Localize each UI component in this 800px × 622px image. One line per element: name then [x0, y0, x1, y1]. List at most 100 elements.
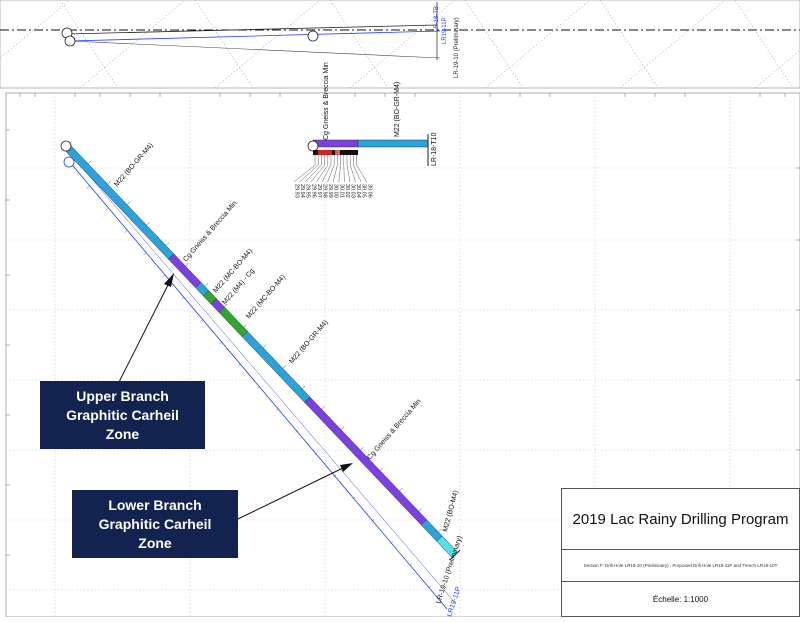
sample-tag: 30.00: [333, 184, 339, 198]
sample-leader: [310, 155, 325, 183]
hole-collar: [60, 140, 72, 152]
plan-proposed-trace: [69, 30, 441, 42]
proposed-depth-tick: [257, 385, 260, 389]
upper-callout-arrowhead: [164, 273, 174, 287]
hole-unit-label-5: M22 (MC-BO-M4): [245, 274, 287, 321]
proposed-depth-tick: [181, 297, 184, 300]
top-ticks: [19, 93, 786, 97]
drawing-subtitle: Section F: Drill Hole LR19-10 (Prelimina…: [562, 549, 799, 582]
depth-tick: [107, 181, 111, 185]
proposed-depth-tick: [352, 496, 355, 500]
upper-callout-line-2: Graphitic Carheil: [66, 406, 179, 423]
sample-leader: [350, 155, 356, 183]
depth-tick: [165, 242, 170, 246]
depth-tick: [418, 508, 423, 512]
plan-grid-lines: [0, 0, 800, 89]
sample-leader: [305, 155, 322, 183]
proposed-depth-tick: [333, 474, 336, 478]
lower-callout-arrow: [237, 466, 346, 520]
depth-tick: [360, 447, 364, 451]
depth-tick: [243, 324, 248, 328]
sample-tag: 30.02: [344, 184, 350, 198]
proposed-depth-tick: [295, 430, 298, 433]
hole-unit-label-7: Cg Gneiss & Breccia Min: [366, 398, 422, 461]
drawing-scale: Échelle: 1:1000: [652, 594, 709, 604]
lower-callout-line-2: Graphitic Carheil: [98, 515, 212, 532]
proposed-depth-tick: [409, 563, 412, 566]
hole-depth-ticks: [86, 160, 442, 589]
lower-branch-callout: Lower Branch Graphitic Carheil Zone: [72, 490, 238, 558]
sample-tag: 29.96: [310, 184, 316, 198]
proposed-depth-tick: [162, 274, 165, 278]
sample-tag: 29.97: [316, 184, 322, 198]
lower-callout-line-1: Lower Branch: [108, 496, 202, 513]
trench-sample-leaders: [293, 155, 367, 183]
title-block: 2019 Lac Rainy Drilling Program Section …: [561, 488, 800, 617]
depth-tick: [146, 222, 150, 226]
proposed-collar: [63, 156, 75, 168]
sample-tag: 30.01: [338, 184, 344, 198]
depth-tick: [282, 365, 286, 369]
plan-top-label: LR-18-TB: [434, 6, 440, 32]
proposed-depth-tick: [143, 252, 146, 256]
trench-collar: [307, 140, 319, 152]
trench-unit-purple: [312, 139, 359, 148]
sample-leader: [333, 155, 338, 183]
lower-callout-line-3: Zone: [138, 534, 172, 551]
plan-hole-trace-2: [69, 40, 441, 59]
hole-unit-label-8: M22 (BO-M4): [442, 490, 460, 533]
plan-view: LR-18-TB LR19-11P LR-19-10 (Preliminary): [0, 0, 800, 89]
depth-tick: [263, 344, 267, 348]
trench-name-label: LR-18-T10: [431, 132, 438, 166]
sample-tag: 30.04: [355, 184, 361, 198]
proposed-depth-tick: [276, 408, 279, 411]
hole-segment: [241, 331, 311, 403]
depth-tick: [399, 487, 403, 492]
proposed-hole-trace-outer: [67, 159, 448, 610]
hole-unit-label-6: M22 (BO-GR-M4): [288, 319, 330, 365]
sample-tag: 29.94: [299, 184, 305, 198]
proposed-depth-tick: [219, 341, 222, 344]
plan-proposed-label: LR19-11P: [442, 17, 448, 44]
plan-trench-circle: [307, 30, 319, 42]
trench-unit-label-2: M22 (BO-GR-M4): [394, 82, 401, 137]
depth-tick: [204, 283, 209, 287]
trench-unit-blue: [357, 139, 429, 148]
sample-leader: [327, 155, 335, 183]
depth-tick: [224, 303, 228, 308]
hole-segment: [420, 519, 443, 542]
depth-tick: [341, 426, 345, 430]
plan-collar-circle-2: [64, 35, 76, 47]
sample-leader: [316, 155, 328, 183]
sample-leader: [346, 155, 351, 183]
plan-hole-trace: [66, 24, 438, 35]
trench-sample-red: [318, 150, 332, 155]
sample-leader: [353, 155, 362, 183]
sample-tag: 30.05: [361, 184, 367, 198]
proposed-depth-tick: [314, 452, 317, 455]
trench-unit-label-1: Cg Gneiss & Breccia Min: [323, 62, 330, 140]
proposed-depth-tick: [124, 230, 127, 233]
proposed-depth-tick: [390, 541, 393, 544]
depth-tick: [321, 406, 325, 410]
sample-leader: [338, 155, 341, 183]
sample-leader: [321, 155, 332, 183]
sample-tag: 29.99: [327, 184, 333, 198]
sample-tag: 29.93: [294, 184, 300, 198]
right-ticks: [796, 167, 800, 451]
upper-callout-arrow: [117, 280, 171, 385]
depth-tick: [127, 201, 131, 205]
hole-segments: [62, 143, 461, 561]
depth-tick: [379, 467, 384, 471]
upper-branch-callout: Upper Branch Graphitic Carheil Zone: [40, 381, 205, 449]
trench-sample-red-2: [335, 150, 340, 155]
hole-end-cap: [449, 549, 461, 561]
proposed-depth-tick: [371, 519, 374, 522]
sample-tag: 30.06: [366, 184, 372, 198]
sample-leader: [299, 155, 319, 183]
depth-tick: [88, 160, 92, 164]
sample-tag: 29.95: [305, 184, 311, 198]
